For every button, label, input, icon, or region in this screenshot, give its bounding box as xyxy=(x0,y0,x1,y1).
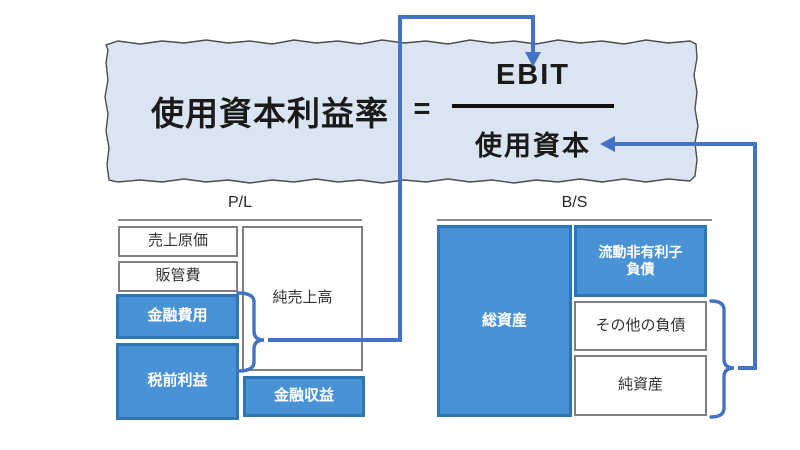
box-financial-expenses: 金融費用 xyxy=(116,294,239,339)
formula-denominator: 使用資本 xyxy=(475,131,591,161)
pl-title-underline xyxy=(118,219,362,221)
box-net-assets: 純資産 xyxy=(574,355,707,416)
bs-title: B/S xyxy=(561,194,588,211)
formula-title: 使用資本利益率 xyxy=(151,95,389,132)
formula-numerator-ebit: EBIT xyxy=(495,59,571,91)
box-other-liabilities: その他の負債 xyxy=(574,301,707,351)
box-pretax-profit: 税前利益 xyxy=(116,343,239,420)
box-current-non-interest-liabilities: 流動非有利子 負債 xyxy=(574,225,707,297)
box-total-assets: 総資産 xyxy=(437,225,572,417)
pl-title: P/L xyxy=(227,194,252,211)
box-net-sales: 純売上高 xyxy=(242,226,363,371)
box-financial-income: 金融収益 xyxy=(243,376,365,417)
box-sga-expenses: 販管費 xyxy=(118,261,238,292)
box-cost-of-goods-sold: 売上原価 xyxy=(118,226,238,257)
bs-title-underline xyxy=(437,219,712,221)
equals-sign: = xyxy=(413,93,431,125)
fraction-bar xyxy=(452,104,614,108)
